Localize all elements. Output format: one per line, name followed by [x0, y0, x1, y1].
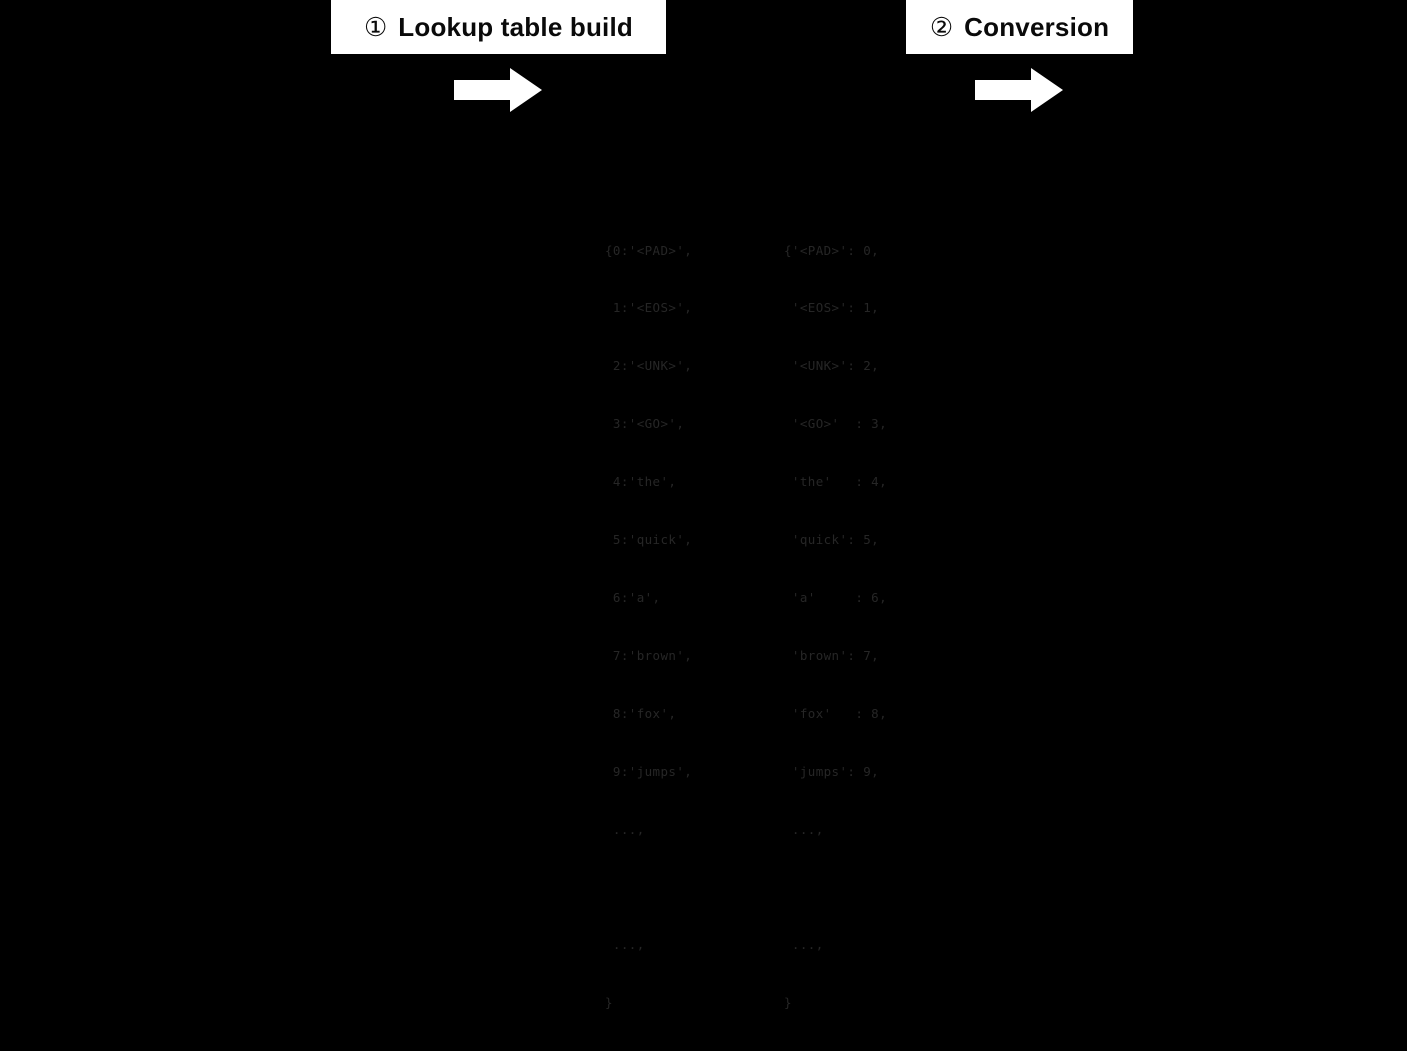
code-line: ...,	[605, 821, 645, 837]
code-line: 'brown': 7,	[784, 647, 880, 663]
code-line: ...,	[784, 821, 824, 837]
code-line: '<EOS>': 1,	[784, 300, 880, 316]
code-line-blank	[605, 877, 692, 896]
step-label-box-conversion: ② Conversion	[906, 0, 1133, 54]
step-label-text-1: Lookup table build	[398, 11, 633, 42]
code-line: 'jumps': 9,	[784, 763, 880, 779]
code-line: 'the' : 4,	[784, 474, 888, 490]
step-number-icon-2: ②	[929, 12, 954, 42]
code-line: {'<PAD>': 0,	[784, 242, 880, 258]
code-line: 'quick': 5,	[784, 532, 880, 548]
step-number-icon-1: ①	[363, 12, 388, 42]
right-arrow-icon-1-svg	[454, 68, 542, 112]
code-line: 2:'<UNK>',	[605, 358, 693, 374]
right-arrow-icon-1	[454, 68, 542, 112]
code-line: ...,	[605, 937, 645, 953]
code-line: 8:'fox',	[605, 705, 677, 721]
code-line: 3:'<GO>',	[605, 416, 685, 432]
token-to-index-dictionary: {'<PAD>': 0, '<EOS>': 1, '<UNK>': 2, '<G…	[784, 202, 887, 1051]
code-line: 'fox' : 8,	[784, 705, 888, 721]
code-line: 4:'the',	[605, 474, 677, 490]
code-line: 6:'a',	[605, 589, 661, 605]
code-line-blank	[784, 877, 887, 896]
code-line: '<UNK>': 2,	[784, 358, 880, 374]
index-to-token-dictionary: {0:'<PAD>', 1:'<EOS>', 2:'<UNK>', 3:'<GO…	[605, 202, 692, 1051]
code-line: 7:'brown',	[605, 647, 693, 663]
code-line: 'a' : 6,	[784, 589, 888, 605]
step-label-text-2: Conversion	[964, 11, 1110, 42]
step-label-box-lookup-table-build: ① Lookup table build	[331, 0, 666, 54]
code-line: 1:'<EOS>',	[605, 300, 693, 316]
right-arrow-icon-2	[975, 68, 1063, 112]
code-line: 9:'jumps',	[605, 763, 693, 779]
code-line: ...,	[784, 937, 824, 953]
diagram-canvas: ① Lookup table build ② Conversion {0:'<P…	[331, 0, 1133, 1011]
code-line: }	[605, 995, 613, 1011]
code-line: 5:'quick',	[605, 532, 693, 548]
right-arrow-icon-2-svg	[975, 68, 1063, 112]
code-line: }	[784, 995, 792, 1011]
code-line: '<GO>' : 3,	[784, 416, 888, 432]
code-line: {0:'<PAD>',	[605, 242, 693, 258]
